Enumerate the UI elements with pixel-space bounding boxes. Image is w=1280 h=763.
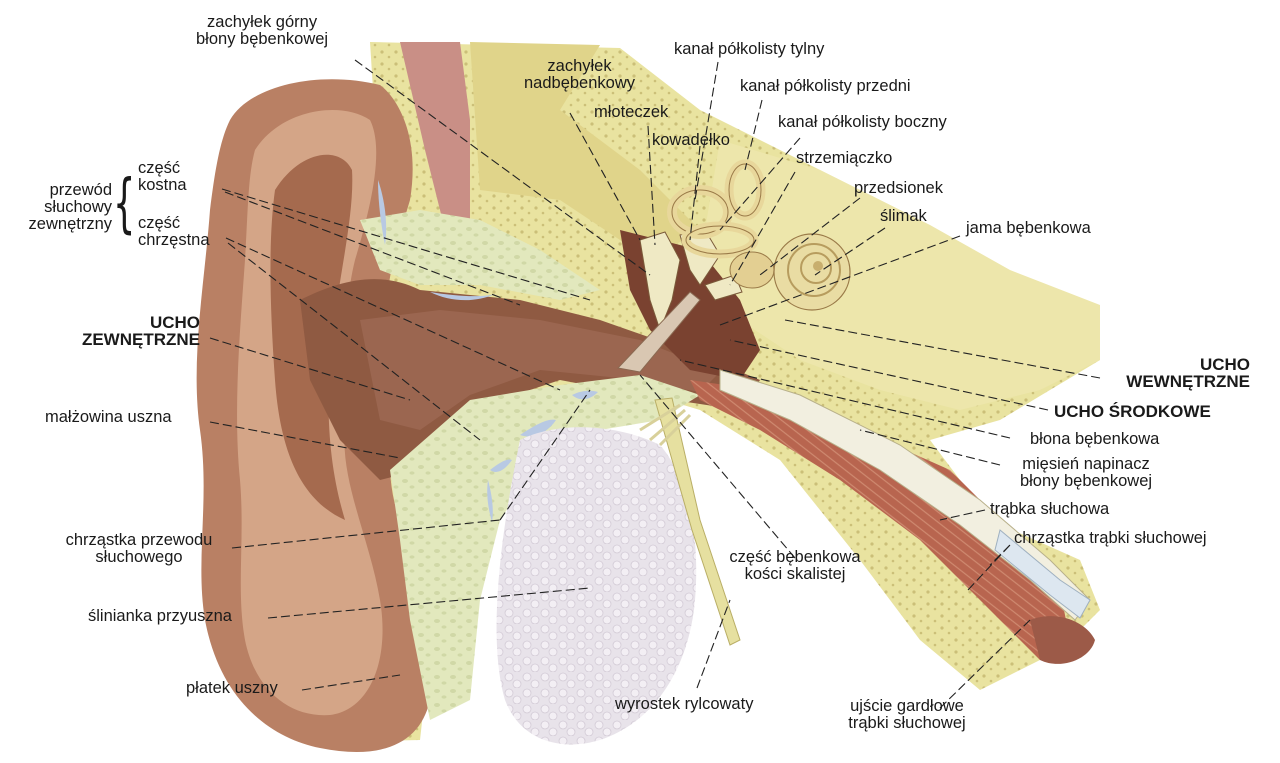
auditory-tube (719, 369, 1091, 621)
cochlea-turn (800, 252, 832, 284)
pharyngeal-opening (1030, 616, 1095, 664)
cochlea-turn (787, 243, 841, 297)
semicircular-canal-posterior-outline (671, 189, 729, 235)
label-platek: płatek uszny (186, 679, 278, 697)
semicircular-canal-anterior-outline (728, 163, 762, 217)
label-miesien: mięsień napinacz błony bębenkowej (1019, 455, 1153, 490)
canal-floor-cartilage (390, 375, 700, 720)
label-wyrostek: wyrostek rylcowaty (615, 695, 754, 713)
cartilage-island (572, 390, 598, 400)
label-czesc-kostna: część kostna (138, 159, 187, 194)
label-jama-bebenkowa: jama bębenkowa (966, 219, 1091, 237)
leader-lines (209, 59, 1101, 709)
petrous-bone (700, 140, 1100, 410)
label-ucho-wewnetrzne: UCHO WEWNĘTRZNE (1126, 355, 1250, 391)
label-trabka: trąbka słuchowa (990, 500, 1110, 518)
cartilage-island (520, 419, 556, 437)
malleus (639, 231, 681, 332)
label-kanal-boczny: kanał półkolisty boczny (778, 113, 947, 131)
label-slimak: ślimak (880, 207, 927, 225)
cochlea-apex (813, 261, 823, 271)
label-chrzastka-przewodu: chrząstka przewodu słuchowego (65, 531, 213, 566)
label-przewod-sluchowy: przewód słuchowy zewnętrzny (28, 181, 112, 233)
canal-roof-cartilage (360, 210, 600, 300)
label-blona-bebenkowa: błona bębenkowa (1030, 430, 1160, 448)
vestibule (729, 251, 775, 289)
semicircular-canal-lateral-outline (685, 225, 755, 255)
bone-cortex-top (470, 42, 700, 260)
label-slinianka: ślinianka przyuszna (88, 607, 232, 625)
label-czesc-bebenkowa: część bębenkowa kości skalistej (729, 548, 861, 583)
brace-icon: { (113, 167, 136, 241)
label-ujscie: ujście gardłowe trąbki słuchowej (848, 697, 966, 732)
label-zachylek-gorny: zachyłek górny błony bębenkowej (196, 13, 329, 48)
label-mloteczek: młoteczek (594, 103, 669, 121)
tympanic-membrane (617, 291, 701, 373)
label-czesc-chrzestna: część chrzęstna (138, 214, 210, 249)
label-kanal-tylny: kanał półkolisty tylny (674, 40, 825, 58)
ear-canal-inner (360, 310, 720, 430)
cartilage-island (378, 180, 387, 245)
label-kanal-przedni: kanał półkolisty przedni (740, 77, 911, 95)
label-ucho-srodkowe: UCHO ŚRODKOWE (1054, 402, 1211, 421)
label-zachylek-nadbebenkowy: zachyłek nadbębenkowy (524, 57, 636, 92)
label-kowadelko: kowadełko (652, 131, 730, 149)
label-strzemiaczko: strzemiączko (796, 149, 893, 167)
styloid-ligaments (639, 403, 692, 447)
label-malzowina: małżowina uszna (45, 408, 172, 426)
auditory-tube-cartilage (994, 529, 1091, 619)
parotid-gland (496, 427, 697, 745)
label-ucho-zewnetrzne: UCHO ZEWNĘTRZNE (81, 313, 200, 349)
cochlea (773, 233, 851, 311)
label-przedsionek: przedsionek (854, 179, 943, 197)
label-chrzastka-trabki: chrząstka trąbki słuchowej (1014, 529, 1207, 547)
cartilage-island (487, 480, 493, 522)
styloid-process (654, 397, 741, 646)
skin-layer-top (400, 42, 470, 230)
tensor-tympani-muscle (690, 380, 1070, 660)
cartilage-island (490, 459, 512, 472)
cartilage-island (430, 292, 495, 301)
